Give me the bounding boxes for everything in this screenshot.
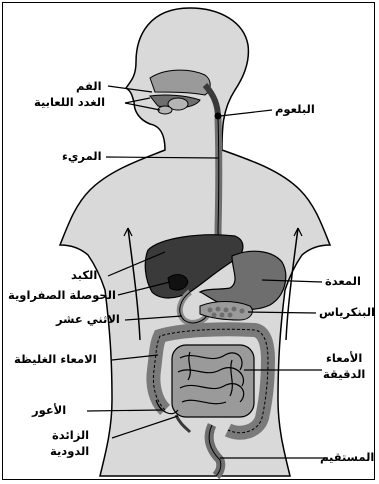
label-mouth: الفم	[76, 80, 102, 93]
label-appendix-line1: الزائدة	[52, 429, 89, 442]
salivary-gland-2	[158, 106, 172, 114]
label-salivary-glands: الغدد اللعابية	[34, 96, 105, 109]
label-small-intestine-line2: الدقيقة	[323, 368, 365, 381]
label-esophagus: المريء	[62, 150, 102, 163]
small-intestine	[172, 345, 254, 417]
label-rectum: المستقيم	[320, 451, 374, 464]
label-liver: الكبد	[71, 269, 97, 282]
label-appendix-line2: الدودية	[50, 445, 89, 458]
label-stomach: المعدة	[325, 275, 361, 288]
nasal-cavity	[150, 70, 210, 95]
label-cecum: الأعور	[32, 404, 66, 417]
label-small-intestine-line1: الأمعاء	[326, 352, 362, 365]
label-gallbladder: الحوصلة الصفراوية	[8, 289, 116, 302]
label-large-intestine: الامعاء الغليظة	[14, 353, 97, 366]
label-duodenum: الاثني عشر	[56, 313, 120, 326]
label-pancreas: البنكرياس	[319, 306, 375, 319]
label-pharynx: البلعوم	[275, 103, 315, 116]
gallbladder	[168, 275, 188, 290]
